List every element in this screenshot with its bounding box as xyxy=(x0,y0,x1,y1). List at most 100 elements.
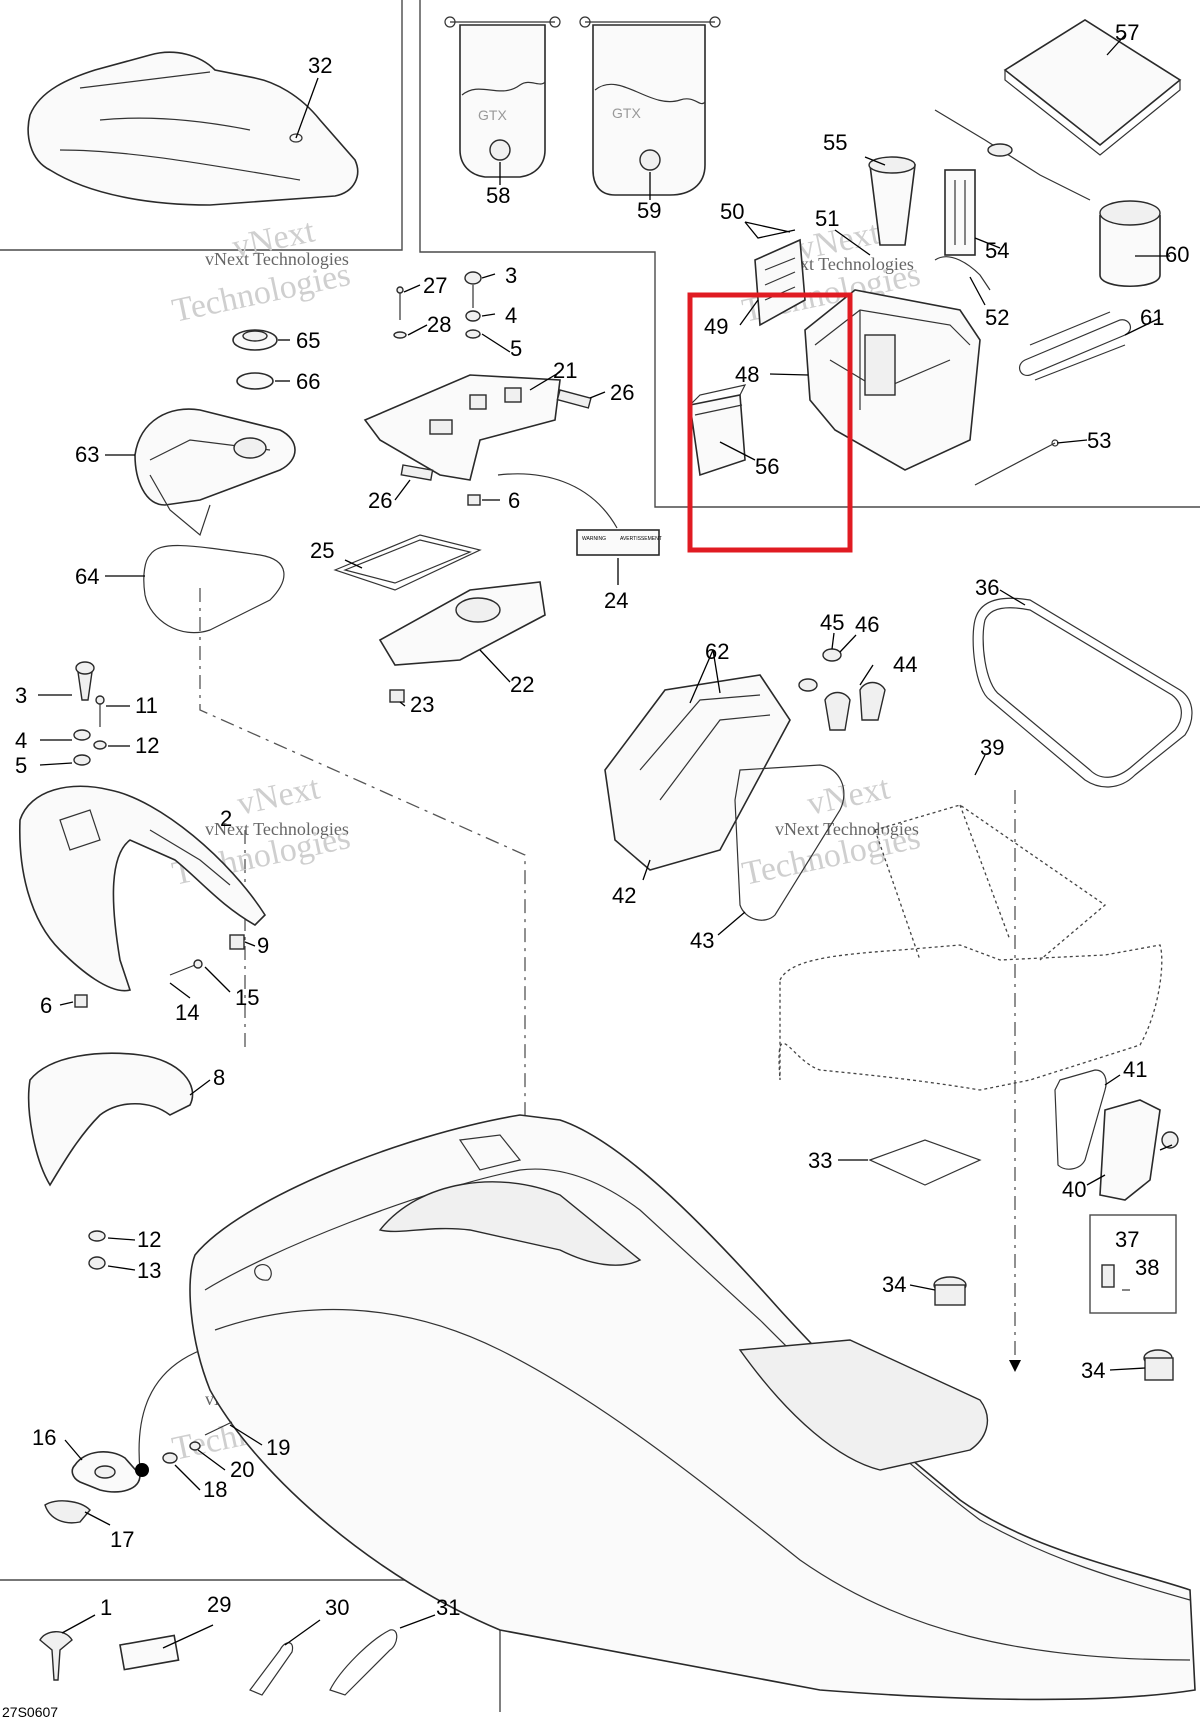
gasket-33 xyxy=(868,1139,982,1186)
decal-warning-left: WARNING xyxy=(582,536,606,542)
diagram-code: 27S0607 xyxy=(2,1704,58,1720)
callout-38: 38 xyxy=(1135,1255,1159,1280)
tie-cable xyxy=(974,442,1056,486)
storage-lid xyxy=(1003,19,1182,147)
watermark-text: vNext Technologies xyxy=(775,819,919,839)
callout-labels: 32 58 59 57 55 50 51 54 60 61 52 49 48 5… xyxy=(2,20,1189,1720)
callout-66: 66 xyxy=(296,369,320,394)
callout-17: 17 xyxy=(110,1527,134,1552)
callout-25: 25 xyxy=(310,538,334,563)
callout-34: 34 xyxy=(882,1272,906,1297)
callout-22: 22 xyxy=(510,672,534,697)
callout-65: 65 xyxy=(296,328,320,353)
callout-39: 39 xyxy=(980,735,1004,760)
bungee-cord xyxy=(1018,311,1132,381)
callout-13: 13 xyxy=(137,1258,161,1283)
hatch-40 xyxy=(1099,1099,1161,1201)
callout-23: 23 xyxy=(410,692,434,717)
callout-12: 12 xyxy=(135,733,159,758)
gasket-66 xyxy=(236,372,274,390)
tool-pouch-56 xyxy=(689,394,746,477)
support-plate-21 xyxy=(363,374,561,481)
callout-62: 62 xyxy=(705,639,729,664)
callout-30: 30 xyxy=(325,1595,349,1620)
callout-51: 51 xyxy=(815,206,839,231)
callout-5: 5 xyxy=(510,336,522,361)
callout-24: 24 xyxy=(604,588,628,613)
watermark-text: vNext xyxy=(804,769,894,823)
callout-21: 21 xyxy=(553,358,577,383)
storage-bag-59 xyxy=(592,24,706,196)
callout-57: 57 xyxy=(1115,20,1139,45)
callout-6: 6 xyxy=(40,993,52,1018)
bag-decal: GTX xyxy=(612,105,641,121)
seal-25 xyxy=(333,534,482,591)
callout-61: 61 xyxy=(1140,305,1164,330)
callout-19: 19 xyxy=(266,1435,290,1460)
callout-26: 26 xyxy=(610,380,634,405)
callout-8: 8 xyxy=(213,1065,225,1090)
callout-40: 40 xyxy=(1062,1177,1086,1202)
callout-5: 5 xyxy=(15,753,27,778)
callout-18: 18 xyxy=(203,1477,227,1502)
callout-36: 36 xyxy=(975,575,999,600)
push-rivet xyxy=(39,1631,73,1681)
callout-46: 46 xyxy=(855,612,879,637)
callout-26: 26 xyxy=(368,488,392,513)
gasket-43 xyxy=(734,764,845,921)
callout-44: 44 xyxy=(893,652,917,677)
callout-4: 4 xyxy=(15,728,27,753)
callout-54: 54 xyxy=(985,238,1009,263)
gasket-41 xyxy=(1054,1069,1107,1170)
watermark-text: vNext Technologies xyxy=(205,819,349,839)
callout-4: 4 xyxy=(505,303,517,328)
callout-63: 63 xyxy=(75,442,99,467)
callout-37: 37 xyxy=(1115,1227,1139,1252)
callout-48: 48 xyxy=(735,362,759,387)
callout-42: 42 xyxy=(612,883,636,908)
storage-tray-63 xyxy=(134,408,296,506)
watermark-text: vNext xyxy=(234,769,324,823)
hull xyxy=(189,1114,1196,1701)
callout-12: 12 xyxy=(137,1227,161,1252)
callout-2: 2 xyxy=(220,806,232,831)
highlight-box xyxy=(687,292,853,553)
callout-50: 50 xyxy=(720,199,744,224)
drain-plug xyxy=(1143,1349,1174,1381)
callout-6: 6 xyxy=(508,488,520,513)
connector xyxy=(119,1634,180,1671)
parts-artwork: GTX GTX xyxy=(18,16,1196,1701)
callout-41: 41 xyxy=(1123,1057,1147,1082)
callout-28: 28 xyxy=(427,312,451,337)
storage-bag-58 xyxy=(459,24,546,178)
callout-32: 32 xyxy=(308,53,332,78)
watermark-text: vNext Technologies xyxy=(770,254,914,274)
callout-45: 45 xyxy=(820,610,844,635)
callout-60: 60 xyxy=(1165,242,1189,267)
cable-tie-31 xyxy=(329,1629,398,1696)
callout-53: 53 xyxy=(1087,428,1111,453)
callout-29: 29 xyxy=(207,1592,231,1617)
callout-14: 14 xyxy=(175,1000,199,1025)
callout-52: 52 xyxy=(985,305,1009,330)
bag-decal: GTX xyxy=(478,107,507,123)
callout-16: 16 xyxy=(32,1425,56,1450)
decal-warning-right: AVERTISSEMENT xyxy=(620,536,662,542)
front-cowl xyxy=(18,785,267,992)
callout-34: 34 xyxy=(1081,1358,1105,1383)
watermark-text: vNext Technologies xyxy=(205,249,349,269)
tray-22 xyxy=(378,581,546,666)
callout-15: 15 xyxy=(235,985,259,1010)
gasket-64 xyxy=(143,544,285,634)
callout-56: 56 xyxy=(755,454,779,479)
callout-31: 31 xyxy=(436,1595,460,1620)
callout-64: 64 xyxy=(75,564,99,589)
callout-11: 11 xyxy=(135,693,158,718)
battery-pack xyxy=(944,169,976,256)
callout-58: 58 xyxy=(486,183,510,208)
callout-9: 9 xyxy=(257,933,269,958)
engine-housing xyxy=(778,944,1163,1091)
callout-27: 27 xyxy=(423,273,447,298)
callout-33: 33 xyxy=(808,1148,832,1173)
